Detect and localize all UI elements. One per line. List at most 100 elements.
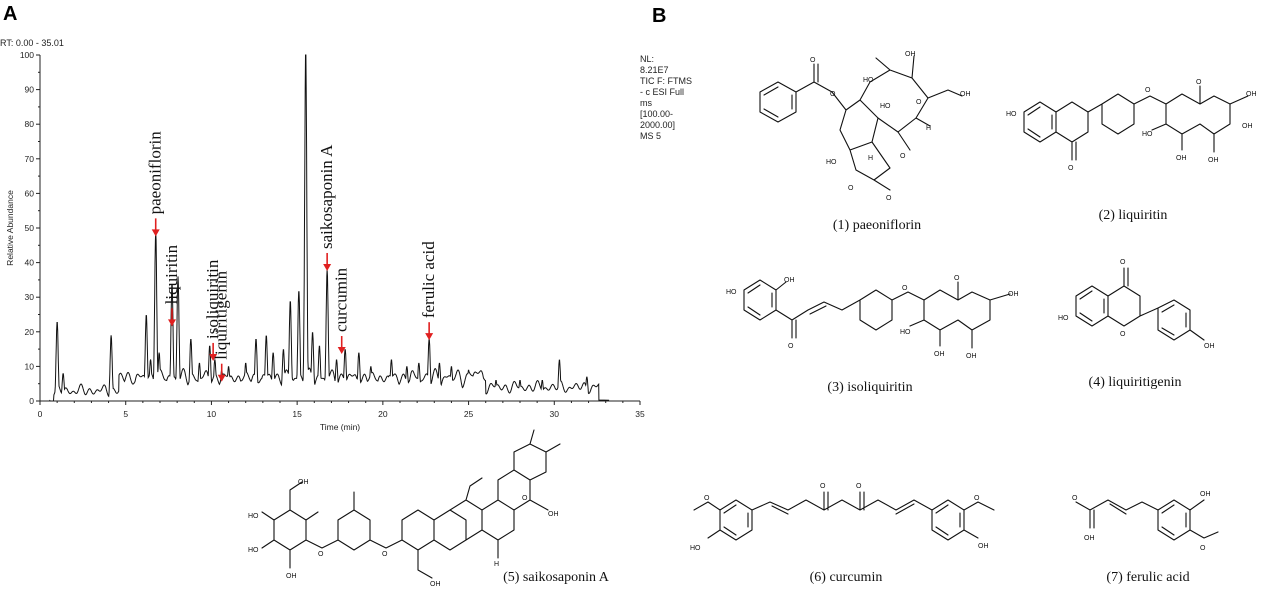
atom-label: O — [1068, 165, 1074, 172]
caption-liquiritigenin: (4) liquiritigenin — [1089, 375, 1182, 390]
nl-line: [100.00- — [640, 109, 673, 119]
atom-label: OH — [1008, 291, 1019, 298]
structure-ferulic-acid: O OH OH O — [1072, 491, 1219, 552]
atom-label: OH — [960, 91, 971, 98]
atom-label: O — [704, 495, 710, 502]
annotation-label: curcumin — [332, 267, 351, 332]
x-tick-label: 25 — [464, 409, 474, 419]
annotation-arrowhead — [209, 353, 218, 361]
atom-label: HO — [1058, 315, 1069, 322]
y-axis-label: Relative Abundance — [5, 190, 15, 266]
caption-liquiritin: (2) liquiritin — [1099, 208, 1168, 223]
annotation-arrowhead — [425, 333, 434, 341]
bond — [743, 279, 1011, 349]
panel-label-b: B — [652, 5, 666, 27]
structure-liquiritin: HO O O O OH HO OH OH OH — [1006, 79, 1257, 172]
y-tick-label: 0 — [29, 396, 34, 406]
atom-label: OH — [1208, 157, 1219, 164]
caption-isoliquiritin: (3) isoliquiritin — [827, 380, 912, 395]
atom-label: OH — [1176, 155, 1187, 162]
atom-label: O — [1196, 79, 1202, 86]
atom-label: O — [954, 275, 960, 282]
annotation-label: liquiritigenin — [212, 270, 231, 359]
atom-label: H — [494, 561, 499, 568]
atom-label: HO — [726, 289, 737, 296]
caption-curcumin: (6) curcumin — [810, 570, 883, 585]
x-tick-label: 20 — [378, 409, 388, 419]
bond — [1075, 499, 1219, 541]
atom-label: O — [318, 551, 324, 558]
annotation-label: liquiritin — [162, 244, 181, 304]
atom-label: O — [886, 195, 892, 202]
structure-liquiritigenin: O HO O OH — [1058, 259, 1215, 350]
atom-label: OH — [286, 573, 297, 580]
atom-label: HO — [863, 77, 874, 84]
atom-label: O — [848, 185, 854, 192]
nl-line: ms — [640, 98, 652, 108]
bond — [759, 55, 963, 191]
atom-label: O — [856, 483, 862, 490]
x-axis-label: Time (min) — [320, 422, 360, 432]
atom-label: HO — [248, 513, 259, 520]
nl-info: NL: 8.21E7 TIC F: FTMS - c ESI Full ms [… — [640, 54, 692, 141]
bond — [693, 491, 995, 541]
bond — [1023, 85, 1249, 161]
atom-label: H — [926, 125, 931, 132]
atom-label: O — [788, 343, 794, 350]
atom-label: OH — [548, 511, 559, 518]
atom-label: O — [1145, 87, 1151, 94]
atom-label: O — [902, 285, 908, 292]
structure-paeoniflorin: O O HO OH HO O OH H O HO H O O — [759, 51, 971, 202]
atom-label: OH — [1204, 343, 1215, 350]
atom-label: O — [1200, 545, 1206, 552]
panel-label-a: A — [3, 3, 17, 25]
x-tick-label: 15 — [292, 409, 302, 419]
y-tick-label: 70 — [25, 154, 35, 164]
structure-isoliquiritin: HO OH O O O OH HO OH OH — [726, 275, 1019, 360]
atom-label: OH — [784, 277, 795, 284]
atom-label: O — [810, 57, 816, 64]
atom-label: OH — [966, 353, 977, 360]
y-tick-label: 90 — [25, 85, 35, 95]
atom-label: OH — [1242, 123, 1253, 130]
atom-label: O — [1072, 495, 1078, 502]
annotation-label: saikosaponin A — [317, 144, 336, 249]
rt-range: RT: 0.00 - 35.01 — [0, 38, 64, 48]
atom-label: OH — [934, 351, 945, 358]
atom-label: H — [868, 155, 873, 162]
annotation-arrowhead — [323, 263, 332, 271]
x-tick-label: 0 — [38, 409, 43, 419]
y-tick-label: 100 — [20, 50, 34, 60]
structure-curcumin: O HO O O O OH — [690, 483, 995, 552]
atom-label: O — [382, 551, 388, 558]
annotation-arrowhead — [151, 229, 160, 237]
nl-line: - c ESI Full — [640, 87, 684, 97]
y-tick-label: 50 — [25, 223, 35, 233]
atom-label: HO — [248, 547, 259, 554]
bond — [1075, 267, 1205, 341]
nl-line: MS 5 — [640, 131, 661, 141]
atom-label: HO — [900, 329, 911, 336]
y-tick-label: 30 — [25, 292, 35, 302]
atom-label: OH — [1246, 91, 1257, 98]
y-tick-label: 80 — [25, 119, 35, 129]
caption-ferulic-acid: (7) ferulic acid — [1106, 570, 1189, 585]
atom-label: O — [1120, 331, 1126, 338]
atom-label: O — [820, 483, 826, 490]
atom-label: O — [916, 99, 922, 106]
atom-label: OH — [978, 543, 989, 550]
annotation-label: ferulic acid — [419, 241, 438, 318]
atom-label: HO — [1006, 111, 1017, 118]
atom-label: HO — [1142, 131, 1153, 138]
atom-label: HO — [690, 545, 701, 552]
atom-label: OH — [1200, 491, 1211, 498]
atom-label: O — [974, 495, 980, 502]
y-tick-label: 10 — [25, 361, 35, 371]
atom-label: OH — [430, 581, 441, 587]
atom-label: O — [900, 153, 906, 160]
x-tick-label: 5 — [123, 409, 128, 419]
